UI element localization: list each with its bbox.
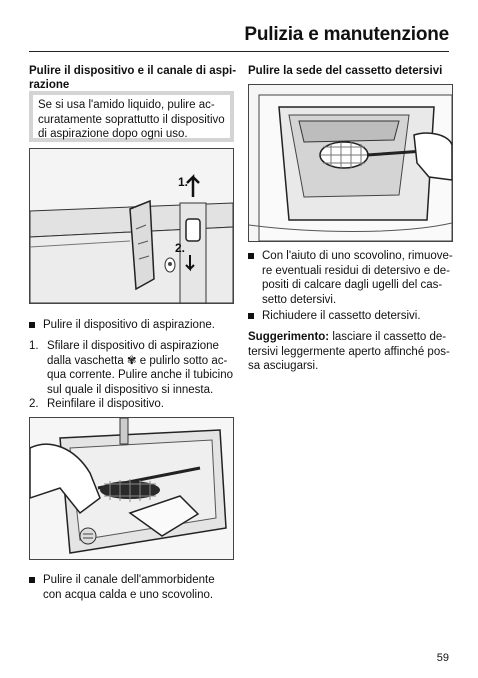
step-line: dalla vaschetta ✾ e pulirlo sotto ac- [47, 354, 228, 367]
figure-step-label-2: 2. [175, 241, 186, 255]
figure-drawer-housing [248, 84, 453, 242]
figure-softener-channel [29, 417, 234, 560]
note-box: Se si usa l'amido liquido, pulire ac- cu… [29, 91, 234, 142]
bullet-text: Pulire il canale dell'ammorbidente con a… [43, 573, 215, 602]
bullet-line: con acqua calda e uno scovolino. [43, 588, 214, 601]
bullet-close-drawer: Richiudere il cassetto detersivi. [248, 309, 458, 324]
step-2: 2. Reinfilare il dispositivo. [29, 397, 244, 412]
bullet-text: Richiudere il cassetto detersivi. [262, 310, 421, 322]
bullet-line: Con l'aiuto di uno scovolino, rimuove- [262, 250, 453, 262]
suction-device-illustration [30, 149, 233, 303]
softener-channel-illustration [30, 418, 233, 559]
tip-paragraph: Suggerimento: lasciare il cassetto de- t… [248, 330, 458, 374]
bullet-marker [29, 577, 35, 583]
note-line: curatamente soprattutto il dispositivo [38, 113, 225, 126]
tip-line: sa asciugarsi. [248, 360, 319, 373]
bullet-marker [248, 313, 254, 319]
step-text: Reinfilare il dispositivo. [47, 398, 164, 410]
page-number: 59 [436, 652, 449, 664]
step-line: Sfilare il dispositivo di aspirazione [47, 340, 219, 352]
bullet-marker [29, 322, 35, 328]
page-title: Pulizia e manutenzione [244, 24, 449, 45]
section-heading-suction-device: Pulire il dispositivo e il canale di asp… [29, 64, 239, 92]
step-1: 1. Sfilare il dispositivo di aspirazione… [29, 339, 244, 397]
tip-line: lasciare il cassetto de- [329, 331, 447, 343]
tip-label: Suggerimento: [248, 331, 330, 343]
bullet-clean-softener-channel: Pulire il canale dell'ammorbidente con a… [29, 573, 244, 602]
bullet-marker [248, 253, 254, 259]
figure-suction-device [29, 148, 234, 304]
header-rule [29, 51, 449, 52]
bullet-line: Pulire il canale dell'ammorbidente [43, 574, 215, 586]
heading-line: razione [29, 79, 70, 91]
step-text: Sfilare il dispositivo di aspirazione da… [47, 339, 233, 397]
figure-step-label-1: 1. [178, 175, 189, 189]
step-number: 1. [29, 340, 39, 352]
step-number: 2. [29, 398, 39, 410]
bullet-line: setto detersivi. [262, 293, 337, 306]
bullet-line: re eventuali residui di detersivo e de- [262, 264, 450, 277]
bullet-remove-residues: Con l'aiuto di uno scovolino, rimuove- r… [248, 249, 458, 307]
bullet-line: positi di calcare dagli ugelli del cas- [262, 279, 443, 292]
tip-line: tersivi leggermente aperto affinché pos- [248, 345, 450, 358]
bullet-text: Pulire il dispositivo di aspirazione. [43, 319, 215, 331]
step-line: sul quale il dispositivo si innesta. [47, 383, 214, 396]
bullet-text: Con l'aiuto di uno scovolino, rimuove- r… [262, 249, 453, 307]
note-line: di aspirazione dopo ogni uso. [38, 128, 188, 141]
section-heading-drawer-housing: Pulire la sede del cassetto detersivi [248, 65, 443, 77]
note-line: Se si usa l'amido liquido, pulire ac- [38, 99, 215, 111]
drawer-housing-illustration [249, 85, 452, 241]
heading-line: Pulire il dispositivo e il canale di asp… [29, 65, 237, 77]
step-line: qua corrente. Pulire anche il tubicino [47, 369, 234, 382]
bullet-clean-device: Pulire il dispositivo di aspirazione. [29, 318, 244, 333]
